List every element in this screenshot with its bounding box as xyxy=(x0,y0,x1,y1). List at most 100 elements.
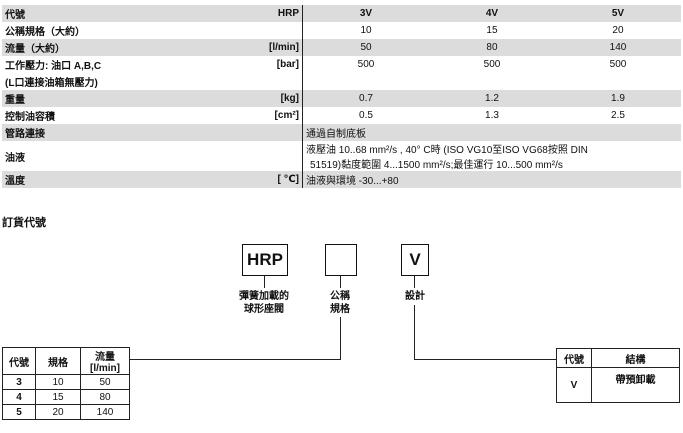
fluid-line-1: 液壓油 10..68 mm²/s , 40° C時 (ISO VG10至ISO … xyxy=(306,145,588,156)
flow-value: 50 xyxy=(80,374,130,390)
spec-label: 管路連接 xyxy=(5,129,45,140)
spec-value-3v: 0.7 xyxy=(302,90,429,107)
header-4v: 4V xyxy=(485,8,499,19)
size-value: 10 xyxy=(35,374,81,390)
spec-value-3v: 50 xyxy=(302,39,429,56)
spec-label: 流量（大約） xyxy=(5,44,65,55)
size-header-flow: 流量 [l/min] xyxy=(80,347,130,375)
spec-value-3v xyxy=(302,73,429,90)
spec-row: 公稱規格（大約） 10 15 20 xyxy=(2,22,681,39)
spec-unit xyxy=(244,124,303,141)
spec-unit: [kg] xyxy=(280,93,299,104)
spec-unit: [ ℃] xyxy=(277,174,299,185)
spec-value-5v: 500 xyxy=(609,59,627,70)
spec-value-fluid: 液壓油 10..68 mm²/s , 40° C時 (ISO VG10至ISO … xyxy=(302,141,681,171)
header-unit: HRP xyxy=(277,8,299,19)
connector xyxy=(414,276,415,288)
spec-value-piping: 通過自制底板 xyxy=(302,124,681,141)
label-line: 公稱 xyxy=(330,291,350,302)
connector-design xyxy=(414,305,415,359)
design-table: 代號 結構 V 帶預卸載 xyxy=(556,348,680,403)
spec-unit: [bar] xyxy=(276,59,299,70)
table-row: 4 15 80 xyxy=(2,389,130,405)
design-code: V xyxy=(556,367,592,403)
specification-table: 代號 HRP 3V 4V 5V 公稱規格（大約） 10 15 20 流量（大約）… xyxy=(2,5,681,188)
spec-value-5v: 2.5 xyxy=(611,110,625,121)
header-5v: 5V xyxy=(611,8,625,19)
connector xyxy=(264,276,265,288)
design-structure: 帶預卸載 xyxy=(591,367,680,403)
connector-size-horizontal xyxy=(130,359,341,360)
label-line: 彈簧加載的 xyxy=(239,291,289,302)
flow-value: 80 xyxy=(80,389,130,405)
spec-label: 油液 xyxy=(5,152,25,164)
spec-unit: [l/min] xyxy=(269,42,299,53)
spec-row-temp: 溫度 [ ℃] 油液與環境 -30...+80 xyxy=(2,171,681,188)
spec-value-3v: 500 xyxy=(302,56,429,73)
code-box-design: V xyxy=(401,244,429,276)
spec-unit xyxy=(244,141,303,171)
size-code: 5 xyxy=(2,404,36,420)
table-row: V 帶預卸載 xyxy=(556,367,680,403)
spec-row: 工作壓力: 油口 A,B,C [bar] 500 500 500 xyxy=(2,56,681,73)
spec-value-4v xyxy=(429,73,555,90)
table-row: 3 10 50 xyxy=(2,374,130,390)
spec-value-3v: 10 xyxy=(302,22,429,39)
spec-row: (L口連接油箱無壓力) xyxy=(2,73,681,90)
spec-row-piping: 管路連接 通過自制底板 xyxy=(2,124,681,141)
design-header-code: 代號 xyxy=(556,348,592,368)
spec-value-5v: 1.9 xyxy=(611,93,625,104)
code-box-type: HRP xyxy=(242,244,288,276)
size-header-code: 代號 xyxy=(2,347,36,375)
connector-design-horizontal xyxy=(414,359,556,360)
spec-label: (L口連接油箱無壓力) xyxy=(5,78,98,89)
label-nominal-size: 公稱 規格 xyxy=(320,290,360,316)
spec-value-temp: 油液與環境 -30...+80 xyxy=(302,171,681,188)
table-row: 5 20 140 xyxy=(2,404,130,420)
size-table: 代號 規格 流量 [l/min] 3 10 50 4 15 80 5 20 14… xyxy=(2,347,130,420)
size-header-size: 規格 xyxy=(35,347,81,375)
spec-label: 控制油容積 xyxy=(5,112,55,123)
spec-value-5v: 140 xyxy=(609,42,627,53)
spec-value-4v: 1.3 xyxy=(485,110,499,121)
spec-unit xyxy=(244,73,303,90)
spec-row: 流量（大約） [l/min] 50 80 140 xyxy=(2,39,681,56)
flow-label: 流量 xyxy=(95,352,115,363)
flow-unit: [l/min] xyxy=(90,363,120,374)
spec-value-4v: 1.2 xyxy=(485,93,499,104)
header-label: 代號 xyxy=(5,10,25,21)
spec-value-5v xyxy=(555,73,681,90)
size-value: 15 xyxy=(35,389,81,405)
size-value: 20 xyxy=(35,404,81,420)
design-table-header: 代號 結構 xyxy=(556,348,680,368)
fluid-line-2: 51519)黏度範圍 4...1500 mm²/s;最佳運行 10...500 … xyxy=(310,160,563,171)
spec-value-3v: 0.5 xyxy=(302,107,429,124)
spec-label: 溫度 xyxy=(5,176,25,187)
size-code: 3 xyxy=(2,374,36,390)
connector xyxy=(340,276,341,288)
spec-value-4v: 80 xyxy=(486,42,498,53)
design-header-structure: 結構 xyxy=(591,348,680,368)
spec-label: 工作壓力: 油口 A,B,C xyxy=(5,61,102,72)
header-3v: 3V xyxy=(302,5,429,22)
spec-value-5v: 20 xyxy=(612,25,624,36)
label-valve-type: 彈簧加載的 球形座閥 xyxy=(224,290,304,316)
spec-row: 控制油容積 [cm²] 0.5 1.3 2.5 xyxy=(2,107,681,124)
spec-label: 重量 xyxy=(5,95,25,106)
spec-value-4v: 500 xyxy=(483,59,501,70)
size-code: 4 xyxy=(2,389,36,405)
order-code-title: 訂貨代號 xyxy=(2,217,46,229)
spec-label: 公稱規格（大約） xyxy=(5,27,85,38)
spec-row: 重量 [kg] 0.7 1.2 1.9 xyxy=(2,90,681,107)
spec-unit: [cm²] xyxy=(274,110,299,121)
size-table-header: 代號 規格 流量 [l/min] xyxy=(2,347,130,375)
label-line: 球形座閥 xyxy=(244,304,284,315)
spec-header-row: 代號 HRP 3V 4V 5V xyxy=(2,5,681,22)
spec-row-fluid: 油液 液壓油 10..68 mm²/s , 40° C時 (ISO VG10至I… xyxy=(2,141,681,171)
code-box-size xyxy=(325,244,357,276)
spec-value-4v: 15 xyxy=(486,25,498,36)
label-design: 設計 xyxy=(405,291,425,302)
flow-value: 140 xyxy=(80,404,130,420)
connector-size xyxy=(340,317,341,359)
label-line: 規格 xyxy=(330,304,350,315)
